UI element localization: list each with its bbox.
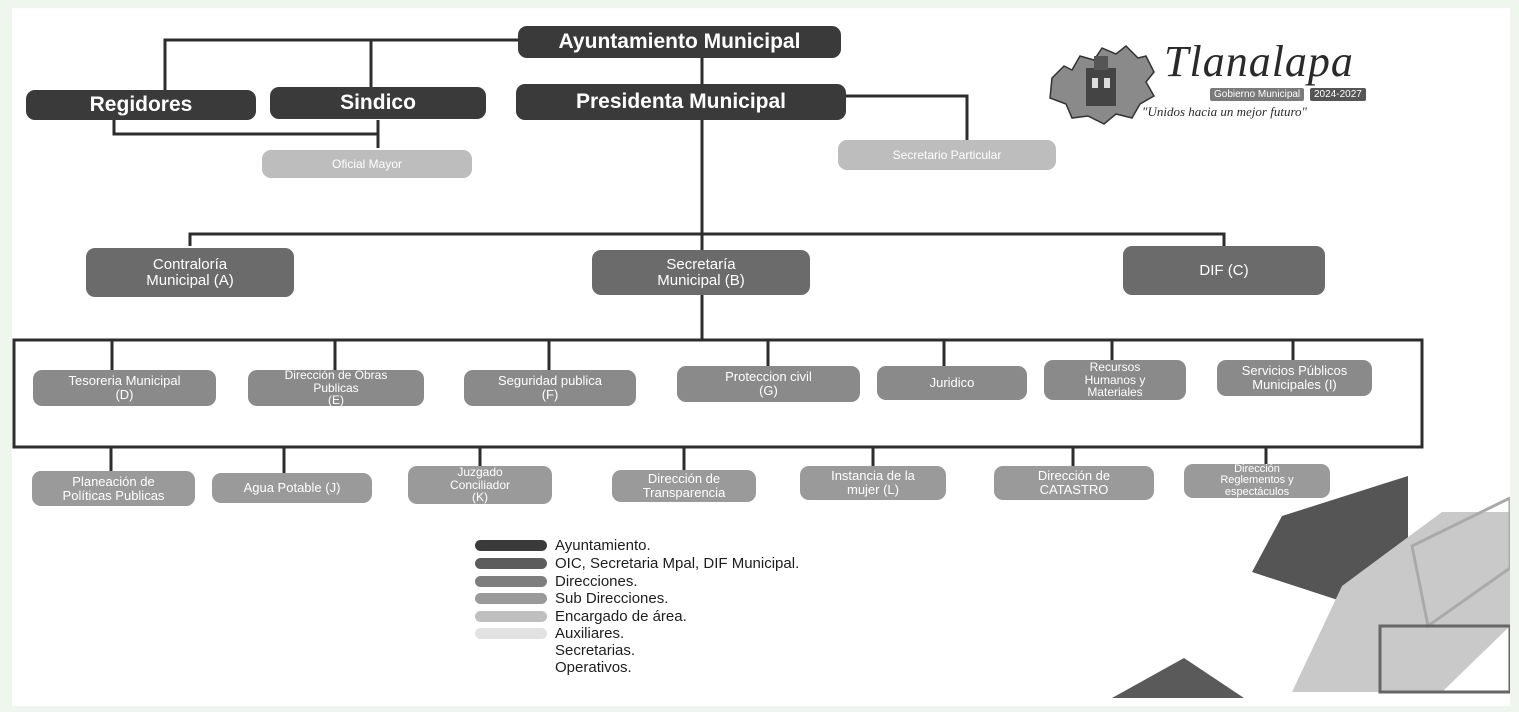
node-proteccion-civil: Proteccion civil (G) — [677, 366, 860, 402]
legend-swatch — [475, 576, 547, 587]
node-dif: DIF (C) — [1123, 246, 1325, 295]
node-secretario-particular: Secretario Particular — [838, 140, 1056, 170]
node-transparencia: Dirección de Transparencia — [612, 470, 756, 502]
logo-name: Tlanalapa — [1164, 37, 1354, 86]
node-secretaria: Secretaría Municipal (B) — [592, 250, 810, 295]
node-contraloria: Contraloría Municipal (A) — [86, 248, 294, 297]
legend-label: Sub Direcciones. — [555, 590, 669, 607]
org-chart: Ayuntamiento Municipal Regidores Sindico… — [12, 8, 1510, 706]
legend-swatch — [475, 611, 547, 622]
node-juridico: Juridico — [877, 366, 1027, 400]
legend-label: Auxiliares. — [555, 625, 625, 642]
node-regidores: Regidores — [26, 90, 256, 120]
logo-gobierno: Gobierno Municipal — [1210, 88, 1305, 101]
legend-label: Operativos. — [555, 659, 632, 676]
legend-swatch — [475, 540, 547, 551]
node-obras-publicas: Dirección de Obras Publicas (E) — [248, 369, 424, 407]
legend-swatch — [475, 558, 547, 569]
node-agua-potable: Agua Potable (J) — [212, 473, 372, 503]
node-oficial-mayor: Oficial Mayor — [262, 150, 472, 178]
node-seguridad-publica: Seguridad publica (F) — [464, 370, 636, 406]
legend-label: OIC, Secretaria Mpal, DIF Municipal. — [555, 555, 800, 572]
node-sindico: Sindico — [270, 87, 486, 119]
legend-label: Secretarias. — [555, 642, 636, 659]
legend-label: Direcciones. — [555, 573, 638, 590]
legend-label: Ayuntamiento. — [555, 537, 651, 554]
connector-lines — [12, 38, 1424, 473]
node-reglamentos: Dirección Reglementos y espectáculos — [1184, 463, 1330, 498]
node-planeacion: Planeación de Políticas Publicas — [32, 471, 195, 506]
node-catastro: Dirección de CATASTRO — [994, 466, 1154, 500]
node-ayuntamiento: Ayuntamiento Municipal — [518, 26, 841, 58]
legend-swatch — [475, 593, 547, 604]
node-tesoreria: Tesoreria Municipal (D) — [33, 370, 216, 406]
decorative-shapes — [1112, 476, 1510, 698]
logo-period: 2024-2027 — [1310, 88, 1366, 101]
logo-slogan: "Unidos hacia un mejor futuro" — [1142, 104, 1307, 119]
node-servicios-publicos: Servicios Públicos Municipales (I) — [1217, 360, 1372, 396]
logo-emblem-icon — [1049, 44, 1156, 125]
node-juzgado-conciliador: Juzgado Conciliador (K) — [408, 466, 552, 504]
municipality-logo: Tlanalapa Gobierno Municipal 2024-2027 "… — [1042, 36, 1382, 136]
legend-swatch — [475, 628, 547, 639]
node-recursos-humanos: Recursos Humanos y Materiales — [1044, 360, 1186, 400]
legend-label: Encargado de área. — [555, 608, 687, 625]
node-presidenta: Presidenta Municipal — [516, 84, 846, 120]
node-instancia-mujer: Instancia de la mujer (L) — [800, 466, 946, 500]
